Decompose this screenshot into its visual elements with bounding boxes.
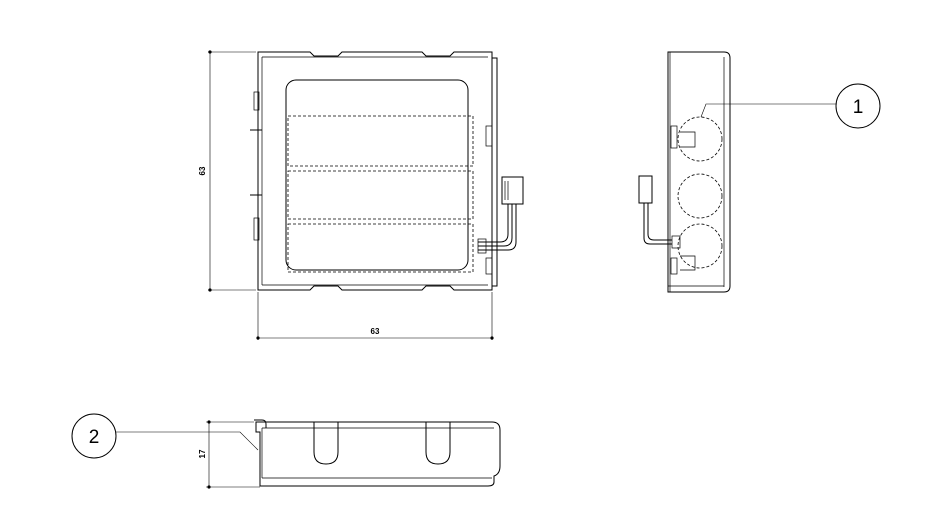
bottom-housing-outline (255, 421, 501, 487)
connector (477, 176, 524, 254)
bottom-height-dimension: 17 (198, 420, 260, 489)
height-dimension: 63 (198, 50, 256, 292)
side-cell-2 (677, 173, 723, 219)
cell-1 (287, 115, 474, 167)
slot-right (425, 422, 451, 465)
front-housing-outline (257, 51, 493, 291)
height-dimension-label: 63 (198, 166, 207, 175)
front-view: 63 63 (198, 50, 524, 340)
width-dimension: 63 (256, 292, 494, 340)
cell-3 (287, 223, 474, 273)
callout-2: 2 (71, 413, 117, 459)
side-housing-outline (667, 51, 731, 293)
bottom-height-dimension-label: 17 (198, 449, 207, 458)
callout-1: 1 (835, 83, 881, 129)
bottom-view: 17 (115, 419, 501, 489)
battery-window (285, 79, 469, 271)
width-dimension-label: 63 (371, 327, 380, 336)
callout-1-number: 1 (853, 97, 864, 118)
side-cell-1 (677, 116, 723, 162)
side-view (638, 51, 836, 293)
cell-2 (287, 170, 474, 220)
slot-left (313, 422, 339, 465)
callout-2-number: 2 (89, 427, 100, 448)
side-cell-3 (677, 223, 723, 269)
